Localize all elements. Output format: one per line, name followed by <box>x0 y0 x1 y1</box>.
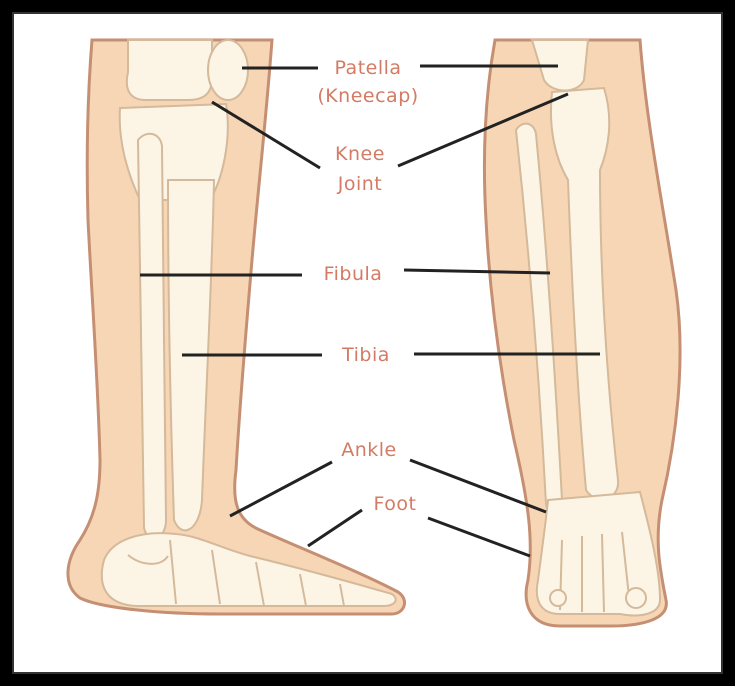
label-tibia: Tibia <box>341 344 390 366</box>
leader-fibula-right <box>403 268 551 275</box>
leader-foot-left <box>307 508 363 548</box>
labels: Patella (Kneecap) Knee Joint Fibula Tibi… <box>317 57 418 515</box>
left-heel-line <box>127 554 169 565</box>
leader-knee-left <box>211 100 321 170</box>
left-femur <box>125 39 214 101</box>
left-fibula <box>136 132 168 540</box>
label-joint: Joint <box>337 173 383 195</box>
label-foot: Foot <box>374 493 417 515</box>
leader-knee-right <box>397 92 569 168</box>
label-ankle: Ankle <box>341 439 397 461</box>
left-patella <box>207 39 249 101</box>
left-leg-skin <box>66 38 407 616</box>
right-foot-bone-lines <box>559 531 631 613</box>
leader-ankle-left <box>229 460 333 518</box>
left-leg-side-view <box>66 38 407 616</box>
label-fibula: Fibula <box>324 263 383 285</box>
right-foot-bones <box>535 490 662 617</box>
left-foot-bone-lines <box>169 539 345 607</box>
label-kneecap: (Kneecap) <box>317 85 418 107</box>
leader-lines <box>140 64 600 558</box>
label-patella: Patella <box>334 57 401 79</box>
leader-ankle-right <box>409 458 547 514</box>
right-leg-front-view <box>482 38 682 628</box>
right-toe <box>549 589 567 607</box>
right-big-toe <box>625 587 647 609</box>
label-knee: Knee <box>335 143 385 165</box>
leader-foot-right <box>427 516 531 558</box>
